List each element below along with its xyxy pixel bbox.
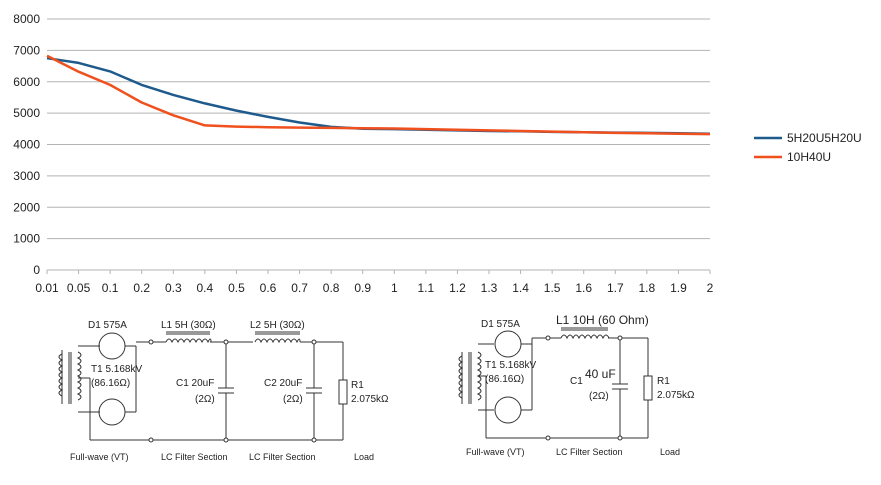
y-tick-label: 4000 <box>13 138 40 152</box>
d1-label: D1 575A <box>88 320 127 331</box>
y-tick-label: 0 <box>33 263 40 277</box>
r1-label: R1 <box>351 380 364 391</box>
x-tick-label: 1 <box>391 281 398 295</box>
r1-value: 2.075kΩ <box>351 394 389 405</box>
c2-esr: (2Ω) <box>283 394 303 405</box>
t1-label: T1 5.168kV <box>485 360 536 371</box>
l2-label: L2 5H (30Ω) <box>250 320 305 331</box>
x-tick-label: 1.8 <box>639 281 656 295</box>
r1-value: 2.075kΩ <box>657 390 695 401</box>
y-tick-label: 2000 <box>13 200 40 214</box>
grid-lines <box>47 18 710 271</box>
x-tick-label: 2 <box>707 281 714 295</box>
x-tick-label: 1.3 <box>481 281 498 295</box>
x-axis-ticks: 0.01 0.05 0.1 0.2 0.3 0.4 0.5 0.6 0.7 0.8 0.9 1 1.1 1… <box>35 270 714 295</box>
c1-esr: (2Ω) <box>589 391 609 402</box>
x-tick-label: 0.2 <box>133 281 150 295</box>
label-fullwave: Full-wave (VT) <box>466 447 525 457</box>
y-tick-label: 1000 <box>13 232 40 246</box>
y-tick-label: 5000 <box>13 106 40 120</box>
r1-label: R1 <box>657 376 670 387</box>
x-tick-label: 1.1 <box>418 281 435 295</box>
schematic-two-section: D1 575A L1 5H (30Ω) L2 5H (30Ω) T1 5.168… <box>58 320 389 462</box>
x-tick-label: 1.6 <box>575 281 592 295</box>
x-tick-label: 0.8 <box>323 281 340 295</box>
t1-impedance: (86.16Ω) <box>485 374 524 385</box>
x-tick-label: 1.5 <box>544 281 561 295</box>
l1-label: L1 10H (60 Ohm) <box>556 313 649 327</box>
y-tick-label: 8000 <box>13 12 40 26</box>
x-tick-label: 1.7 <box>607 281 624 295</box>
y-tick-label: 6000 <box>13 75 40 89</box>
x-tick-label: 0.9 <box>354 281 371 295</box>
schematic-single-section: D1 575A L1 10H (60 Ohm) T1 5.168kV (86.1… <box>458 313 695 457</box>
x-tick-label: 1.2 <box>449 281 466 295</box>
t1-impedance: (86.16Ω) <box>91 378 130 389</box>
series-line-0 <box>46 56 711 136</box>
label-fullwave: Full-wave (VT) <box>70 452 129 462</box>
l1-label: L1 5H (30Ω) <box>161 320 216 331</box>
x-tick-label: 0.5 <box>228 281 245 295</box>
series-lines <box>46 54 711 136</box>
x-tick-label: 0.4 <box>197 281 214 295</box>
x-tick-label: 1.4 <box>512 281 529 295</box>
x-tick-label: 0.7 <box>291 281 308 295</box>
c1-prefix: C1 <box>570 376 583 387</box>
c2-label: C2 20uF <box>264 378 302 389</box>
y-axis-ticks: 0 1000 2000 3000 4000 5000 6000 7000 8000 <box>13 12 40 277</box>
legend: 5H20U5H20U 10H40U <box>754 131 862 164</box>
legend-label: 10H40U <box>787 150 831 164</box>
c1-value: 40 uF <box>585 367 616 381</box>
label-load: Load <box>354 452 374 462</box>
x-tick-label: 0.3 <box>165 281 182 295</box>
label-lc-section: LC Filter Section <box>556 447 623 457</box>
t1-label: T1 5.168kV <box>91 364 142 375</box>
x-tick-label: 0.1 <box>102 281 119 295</box>
series-line-1 <box>46 54 711 136</box>
y-tick-label: 3000 <box>13 169 40 183</box>
d1-label: D1 575A <box>481 319 520 330</box>
label-lc-section-2: LC Filter Section <box>249 452 316 462</box>
x-tick-label: 0.05 <box>67 281 91 295</box>
x-tick-label: 1.9 <box>670 281 687 295</box>
y-tick-label: 7000 <box>13 43 40 57</box>
c1-esr: (2Ω) <box>195 394 215 405</box>
x-tick-label: 0.6 <box>260 281 277 295</box>
x-tick-label: 0.01 <box>35 281 59 295</box>
label-load: Load <box>660 447 680 457</box>
c1-label: C1 20uF <box>176 378 214 389</box>
label-lc-section-1: LC Filter Section <box>161 452 228 462</box>
legend-label: 5H20U5H20U <box>787 131 862 145</box>
